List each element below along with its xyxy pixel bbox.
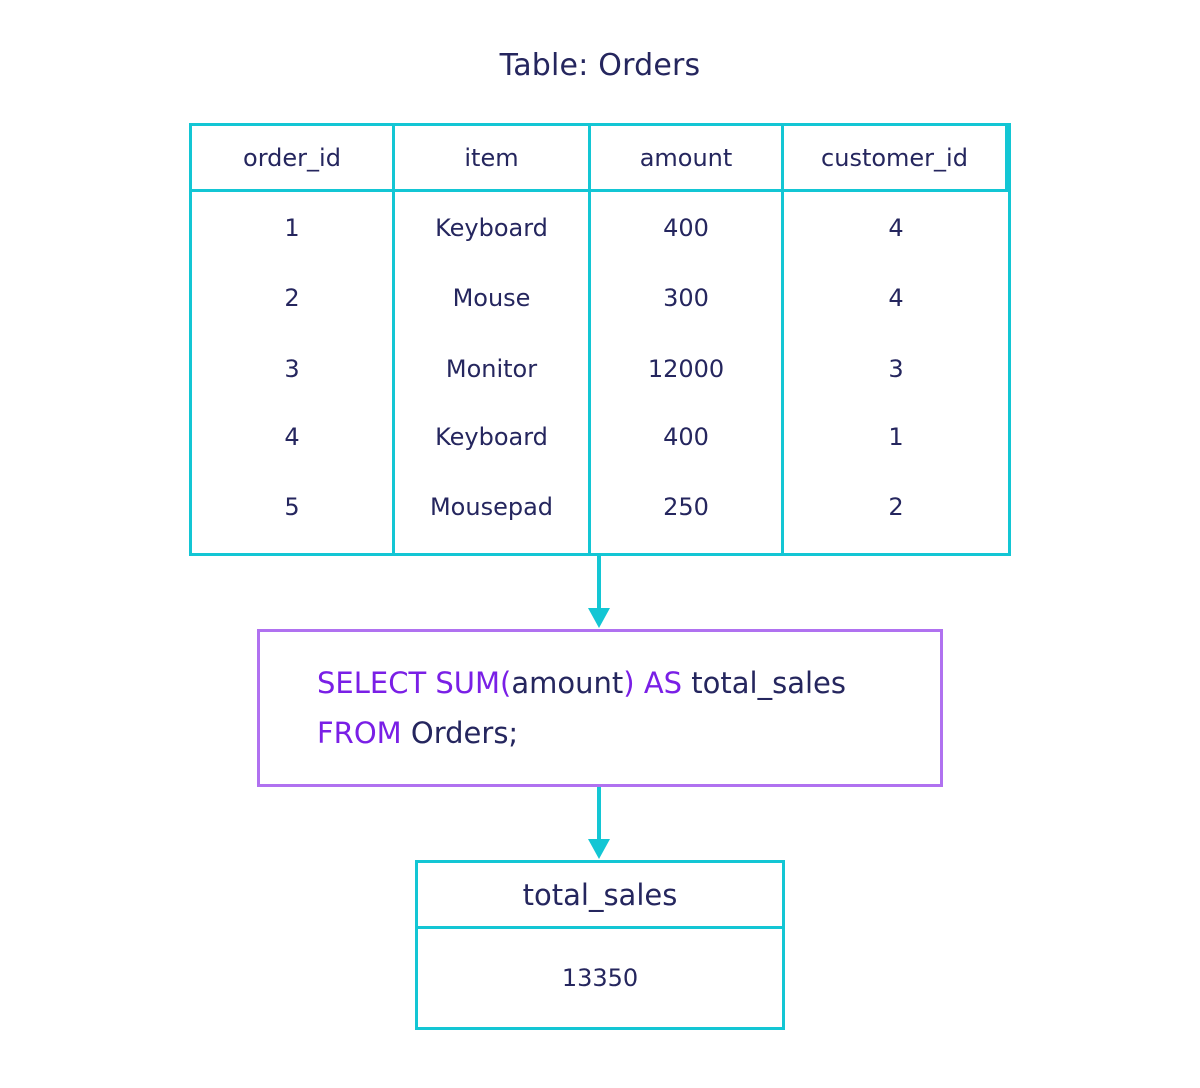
sql-line-2: FROM Orders; xyxy=(317,716,518,750)
table-cell: 2 xyxy=(888,493,904,521)
column-header-amount: amount xyxy=(591,126,784,192)
table-cell: 12000 xyxy=(647,355,725,383)
column-header-item: item xyxy=(395,126,591,192)
sql-keyword: ) AS xyxy=(623,666,683,700)
table-cell: Keyboard xyxy=(435,423,548,451)
table-cell: 400 xyxy=(663,423,709,451)
result-value: 13350 xyxy=(561,964,639,992)
sql-identifier: total_sales xyxy=(682,666,846,700)
sql-keyword: SELECT SUM( xyxy=(317,666,512,700)
arrow-down-icon xyxy=(588,556,610,628)
customer-id-column: 4 4 3 1 2 xyxy=(784,192,1008,553)
arrow-down-icon xyxy=(588,787,610,859)
table-cell: 1 xyxy=(284,214,300,242)
result-column-header: total_sales xyxy=(418,863,782,929)
table-cell: 5 xyxy=(284,493,300,521)
table-cell: 3 xyxy=(284,355,300,383)
table-cell: Mousepad xyxy=(429,493,554,521)
sql-identifier: amount xyxy=(511,666,624,700)
table-cell: 400 xyxy=(663,214,709,242)
table-cell: 4 xyxy=(888,284,904,312)
sql-query-box: SELECT SUM(amount) AS total_sales FROM O… xyxy=(257,629,943,787)
table-cell: 300 xyxy=(663,284,709,312)
item-column: Keyboard Mouse Monitor Keyboard Mousepad xyxy=(395,192,591,553)
sql-line-1: SELECT SUM(amount) AS total_sales xyxy=(317,666,846,700)
result-table: total_sales 13350 xyxy=(415,860,785,1030)
table-cell: 2 xyxy=(284,284,300,312)
amount-column: 400 300 12000 400 250 xyxy=(591,192,784,553)
table-cell: 4 xyxy=(888,214,904,242)
table-cell: Monitor xyxy=(445,355,538,383)
table-cell: 3 xyxy=(888,355,904,383)
sql-keyword: FROM xyxy=(317,716,402,750)
table-cell: Keyboard xyxy=(435,214,548,242)
table-cell: 4 xyxy=(284,423,300,451)
column-header-order-id: order_id xyxy=(192,126,395,192)
order-id-column: 1 2 3 4 5 xyxy=(192,192,395,553)
diagram-title: Table: Orders xyxy=(499,48,701,83)
column-header-customer-id: customer_id xyxy=(784,126,1008,192)
table-cell: Mouse xyxy=(452,284,531,312)
orders-table: order_id item amount customer_id 1 2 3 4… xyxy=(189,123,1011,556)
table-cell: 250 xyxy=(663,493,709,521)
sql-identifier: Orders; xyxy=(401,716,519,750)
table-cell: 1 xyxy=(888,423,904,451)
